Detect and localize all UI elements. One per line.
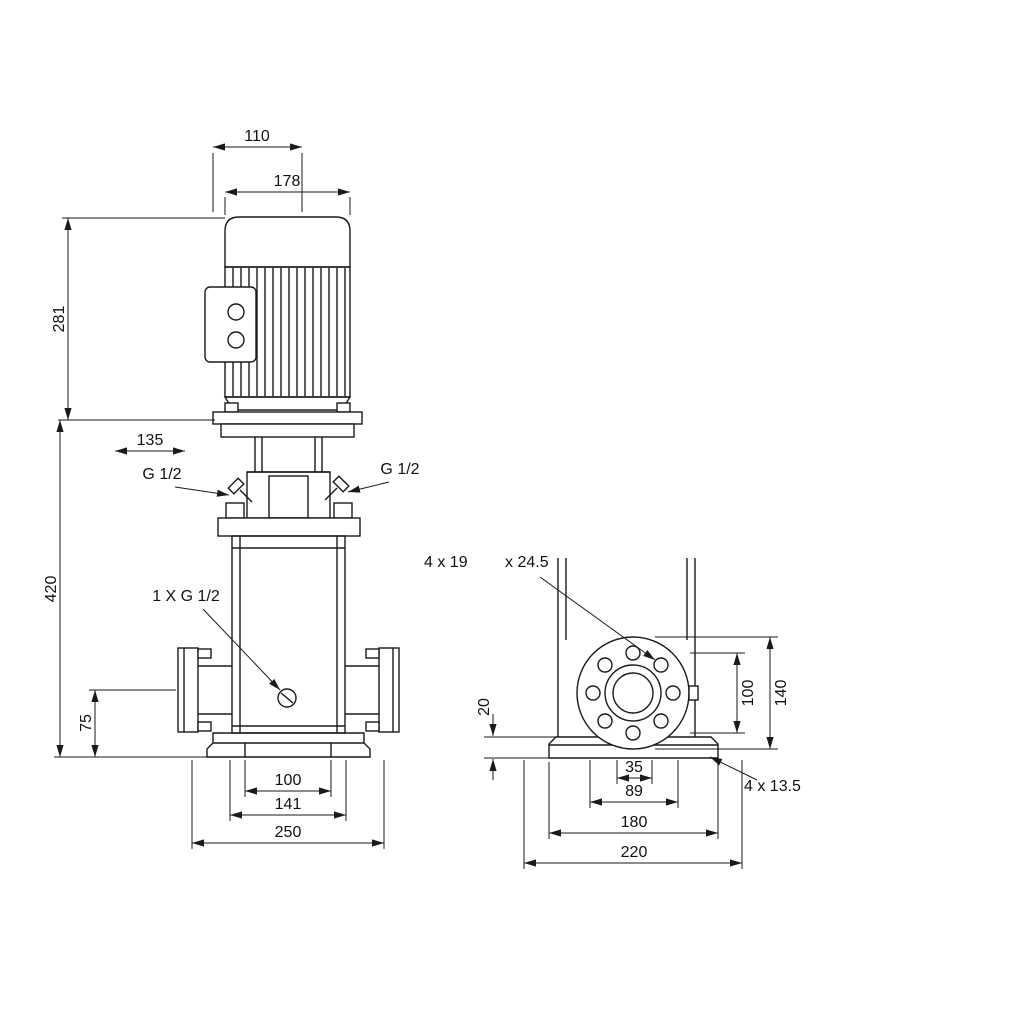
callout-base-holes: 4 x 13.5 [709,756,801,795]
end-shield [223,396,352,411]
dim-100-side-label: 100 [740,680,757,707]
motor-flange [212,411,363,425]
dim-140: 140 [655,636,790,750]
dim-100-side: 100 [690,652,757,734]
plug-stem-right [324,487,338,501]
dim-180: 180 [548,762,719,839]
callout-port-right: G 1/2 [347,461,420,493]
dim-35-label: 35 [625,759,643,776]
front-view: 110 178 281 420 135 75 G 1/2 [43,128,420,849]
fan-cover [224,216,351,268]
dim-141: 141 [229,760,347,821]
vent-plug-left [227,477,245,495]
dim-420-label: 420 [43,576,60,603]
cable-entry-top [227,303,245,321]
staybolt-nut-right [333,502,353,519]
pump-column [557,558,696,737]
callout-flange-holes: 4 x 19 x 24.5 [424,554,656,661]
dim-220: 220 [523,760,743,869]
dim-281-label: 281 [51,306,68,333]
callout-port-left: G 1/2 [142,466,230,497]
dim-135: 135 [115,432,185,455]
dim-141-label: 141 [275,796,302,813]
dim-178-label: 178 [274,173,301,190]
terminal-box [204,286,257,363]
plug-stem-left [239,489,253,503]
dim-100-front-label: 100 [275,772,302,789]
dim-250: 250 [191,760,385,849]
port-flange-left [177,647,232,733]
dim-281: 281 [51,217,225,421]
port-right-label: G 1/2 [380,461,419,478]
port-flange-right [345,647,400,733]
dim-89: 89 [589,760,679,808]
bore [612,672,654,714]
cable-entry-bottom [227,331,245,349]
dim-75-label: 75 [78,714,95,732]
seal-chamber [268,475,309,519]
drain-label: 1 X G 1/2 [152,588,220,605]
coupling-lantern [247,437,330,473]
dim-178: 178 [224,173,351,215]
base-holes-label: 4 x 13.5 [744,778,801,795]
staybolt-nut-left [225,502,245,519]
dim-420: 420 [43,420,207,758]
pump-head [217,471,361,537]
dim-89-label: 89 [625,783,643,800]
dim-100-front: 100 [244,760,332,797]
dim-180-label: 180 [621,814,648,831]
dim-220-label: 220 [621,844,648,861]
motor [212,216,363,438]
dim-35: 35 [616,759,653,784]
flange-bolt-holes [585,645,681,741]
pump-base [206,732,371,758]
flange-tab [688,685,699,701]
drain-plug-slot [280,692,294,704]
head-block [246,471,331,519]
dim-75: 75 [78,689,176,757]
head-flange [217,517,361,537]
flange-spotface-label: x 24.5 [505,554,549,571]
flange-nut-left [224,402,239,413]
dim-135-label: 135 [137,432,164,449]
dim-20: 20 [476,698,556,780]
port-flange-face [576,636,699,750]
dim-140-label: 140 [773,680,790,707]
callout-drain: 1 X G 1/2 [152,588,281,691]
dim-110-label: 110 [244,128,270,145]
dim-110: 110 [212,128,303,212]
flange-nut-right [336,402,351,413]
terminal-box-body [204,286,257,363]
inner-sleeve-lines [232,536,345,733]
side-view: 4 x 19 x 24.5 20 100 140 35 [424,554,801,869]
port-left-label: G 1/2 [142,466,181,483]
dim-20-label: 20 [476,698,493,716]
dim-250-label: 250 [275,824,302,841]
vent-plug-right [332,475,350,493]
flange-holes-label: 4 x 19 [424,554,468,571]
motor-stool [220,423,355,438]
chamber-stack [231,535,346,734]
